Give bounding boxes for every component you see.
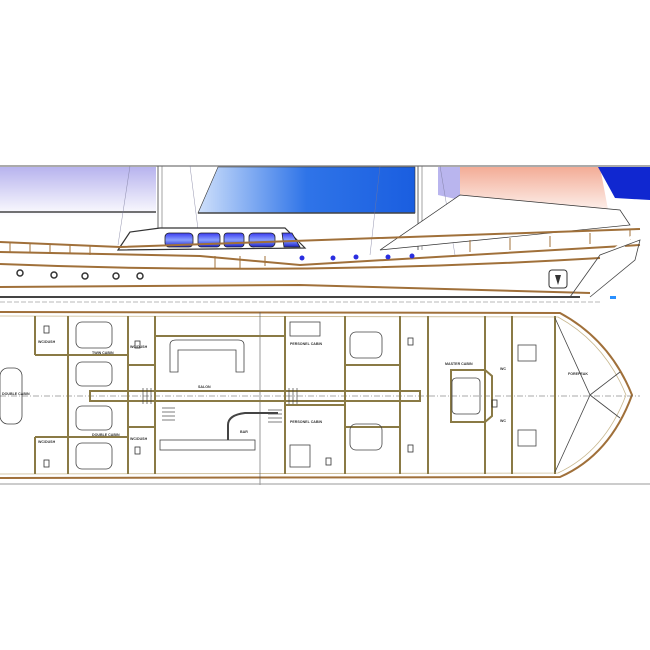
portholes-deck [299,253,415,261]
label-wc-2: WC/DUSH [38,440,56,444]
bulkheads [34,316,556,474]
jib-sail [598,167,650,200]
bowsprit [569,239,641,298]
label-wc-4: WC/DUSH [130,437,148,441]
anchor-icon [555,275,561,285]
label-forepeak: FOREPEAK [568,372,588,376]
hull-bottom [0,283,591,294]
rail-line [0,228,641,249]
main-sail [197,166,416,214]
profile-view [0,165,650,303]
label-wc-5: WC [500,367,506,371]
hull-outline [0,311,634,479]
label-wc-1: WC/DUSH [38,340,56,344]
label-wc-3: WC/DUSH [130,345,148,349]
label-personel-cabin-1: PERSONEL CABIN [290,342,322,346]
furniture [0,317,621,473]
stairs [142,388,298,423]
label-double-cabin: DOUBLE CABIN [92,433,120,437]
label-salon: SALON [198,385,211,389]
deck-line [0,244,641,267]
label-bar: BAR [240,430,248,434]
deck-plan: DOUBLE CABIN TWIN CABIN DOUBLE CABIN WC/… [0,311,650,485]
portholes-hull [16,269,144,280]
label-master-cabin: MASTER CABIN [445,362,473,366]
corridor [89,390,421,402]
staysail-strip [438,167,460,200]
label-wc-6: WC [500,419,506,423]
label-aft-cabin: DOUBLE CABIN [2,392,30,396]
label-personel-cabin-2: PERSONEL CABIN [290,420,322,424]
mizzen-sail [0,167,156,217]
toilet-icons [43,325,498,468]
label-twin-cabin: TWIN CABIN [92,351,114,355]
